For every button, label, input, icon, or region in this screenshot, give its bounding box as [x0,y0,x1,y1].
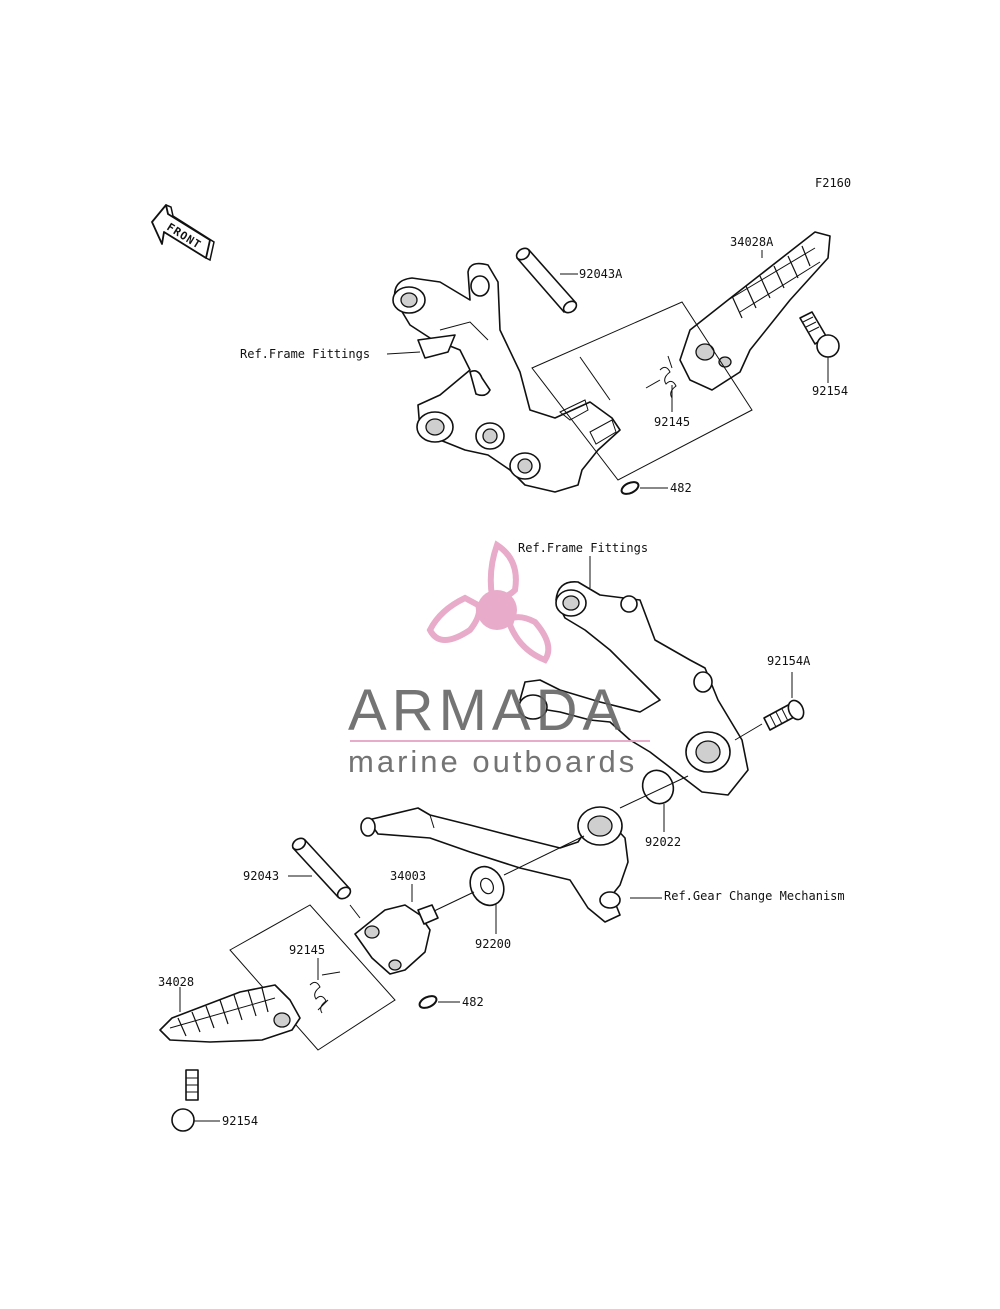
label-92154A: 92154A [767,654,811,668]
bolt-92154-bottom [171,1069,199,1132]
ref-frame-fittings-mid: Ref.Frame Fittings [518,541,648,555]
shift-peg-holder-34003 [354,904,439,975]
pin-92043 [291,837,352,900]
label-34028A: 34028A [730,235,774,249]
ref-frame-fittings-top: Ref.Frame Fittings [240,347,370,361]
armada-logo-watermark: ARMADA marine outboards [348,540,650,779]
clip-482-top [620,481,640,495]
ref-gear-change-mechanism: Ref.Gear Change Mechanism [664,889,845,903]
label-92200: 92200 [475,937,511,951]
label-34003: 34003 [390,869,426,883]
shift-lever [360,806,629,923]
watermark-brand: ARMADA [348,678,626,743]
label-92145-bottom: 92145 [289,943,325,957]
label-92022: 92022 [645,835,681,849]
bolt-92154A [763,699,805,731]
o-ring-92022 [641,769,675,805]
propeller-icon [426,540,552,664]
footpeg-34028A [679,231,831,391]
front-footrest-bracket [518,581,749,796]
label-92043: 92043 [243,869,279,883]
label-92154-top: 92154 [812,384,848,398]
bolt-92154-top [799,311,840,358]
label-34028: 34028 [158,975,194,989]
figure-code: F2160 [815,176,851,190]
watermark-tagline: marine outboards [348,744,637,779]
front-arrow-icon: FRONT [151,204,215,262]
label-92043A: 92043A [579,267,623,281]
clip-482-bottom [418,995,438,1009]
label-482-top: 482 [670,481,692,495]
footpeg-34028 [159,984,301,1043]
label-92145-top: 92145 [654,415,690,429]
washer-92200 [469,865,505,907]
rear-footrest-bracket [392,262,621,493]
label-92154-bottom: 92154 [222,1114,258,1128]
label-482-bottom: 482 [462,995,484,1009]
pin-92043A [515,247,578,314]
spring-92145-bottom [309,971,341,1014]
